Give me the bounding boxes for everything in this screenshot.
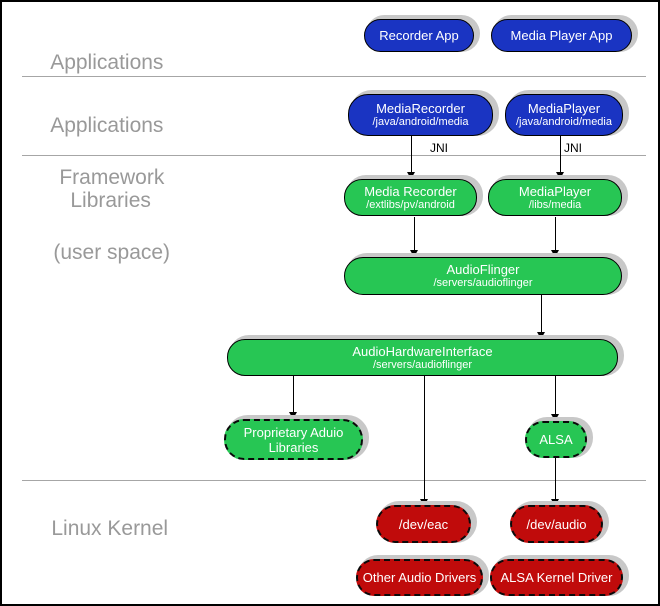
layer-label-text: (user space) — [53, 241, 171, 264]
node-label: MediaPlayer — [518, 183, 592, 199]
layer-label-text: Framework — [59, 166, 165, 189]
arrow-ahi-to-proprietary-line — [293, 376, 294, 412]
node-label: Proprietary Aduio — [243, 424, 344, 440]
node-media-recorder-lib: Media Recorder /extlibs/pv/android — [344, 179, 477, 216]
node-dev-eac: /dev/eac — [376, 505, 471, 543]
layer-label-text: Applications — [50, 114, 164, 137]
arrow-mediarecorder-jni-line — [411, 136, 412, 172]
jni-label-left: JNI — [430, 141, 448, 155]
node-label: Recorder App — [379, 28, 459, 43]
arrow-recorderlib-to-audioflinger-line — [414, 217, 415, 250]
arrow-mediaplayer-jni-line — [560, 136, 561, 172]
layer-label-text: Linux Kernel — [51, 517, 169, 540]
layer-label-applications-framework: Applications Framework — [28, 87, 164, 217]
node-label: AudioFlinger — [446, 262, 520, 277]
arrow-playerlib-to-audioflinger-line — [555, 217, 556, 250]
arrow-ahi-to-proprietary-head — [289, 412, 297, 419]
node-media-player-app: Media Player App — [491, 19, 632, 52]
node-dev-audio: /dev/audio — [510, 505, 603, 543]
node-alsa: ALSA — [525, 421, 587, 458]
arrow-recorderlib-to-audioflinger-head — [410, 250, 418, 257]
node-mediaplayer-lib: MediaPlayer /libs/media — [488, 179, 622, 216]
node-label: AudioHardwareInterface — [352, 343, 493, 359]
node-audioflinger: AudioFlinger /servers/audioflinger — [344, 257, 622, 295]
node-label: ALSA — [539, 432, 573, 447]
node-mediarecorder-framework: MediaRecorder /java/android/media — [348, 94, 493, 136]
arrow-ahi-to-alsa-head — [551, 414, 559, 421]
node-mediaplayer-framework: MediaPlayer /java/android/media — [505, 94, 623, 136]
node-proprietary-audio-libraries: Proprietary Aduio Libraries — [224, 419, 363, 460]
node-label: MediaRecorder — [376, 101, 465, 116]
node-label: /dev/audio — [526, 516, 587, 532]
arrow-audioflinger-to-ahi-head — [537, 332, 545, 339]
node-label: Other Audio Drivers — [362, 570, 477, 585]
arrow-ahi-to-deveac-head — [420, 499, 428, 506]
arrow-audioflinger-to-ahi-line — [541, 295, 542, 332]
arrow-alsa-to-devaudio-head — [551, 499, 559, 506]
node-label: Media Player App — [510, 28, 613, 43]
separator-kernel — [22, 480, 646, 481]
node-label: /dev/eac — [398, 516, 449, 532]
layer-label-text: Applications — [50, 51, 164, 74]
node-label: MediaPlayer — [527, 101, 601, 116]
arrow-mediaplayer-jni-head — [556, 172, 564, 179]
node-sublabel: /servers/audioflinger — [433, 277, 533, 289]
layer-label-linux-kernel: Linux Kernel — [28, 490, 168, 568]
node-sublabel: /extlibs/pv/android — [366, 198, 455, 211]
node-other-audio-drivers: Other Audio Drivers — [356, 559, 483, 596]
node-label: ALSA Kernel Driver — [500, 570, 613, 585]
arrow-playerlib-to-audioflinger-head — [551, 250, 559, 257]
jni-label-right: JNI — [564, 141, 582, 155]
separator-framework — [22, 155, 646, 156]
node-recorder-app: Recorder App — [364, 19, 474, 52]
node-label-line2: Libraries — [268, 439, 319, 455]
arrow-mediarecorder-jni-head — [407, 172, 415, 179]
arrow-ahi-to-deveac-line — [424, 376, 425, 499]
arrow-ahi-to-alsa-line — [555, 376, 556, 414]
node-label: Media Recorder — [364, 183, 457, 199]
node-sublabel: /libs/media — [528, 198, 582, 211]
node-alsa-kernel-driver: ALSA Kernel Driver — [490, 559, 623, 596]
node-audiohardwareinterface: AudioHardwareInterface /servers/audiofli… — [227, 339, 618, 376]
node-sublabel: /java/android/media — [372, 116, 469, 128]
separator-applications — [22, 76, 646, 77]
layer-label-text: Libraries — [70, 189, 151, 212]
node-sublabel: /java/android/media — [515, 116, 612, 128]
node-sublabel: /servers/audioflinger — [372, 358, 473, 371]
arrow-alsa-to-devaudio-line — [555, 458, 556, 499]
layer-label-applications: Applications — [28, 24, 163, 102]
layer-label-libraries: Libraries (user space) — [30, 162, 170, 292]
